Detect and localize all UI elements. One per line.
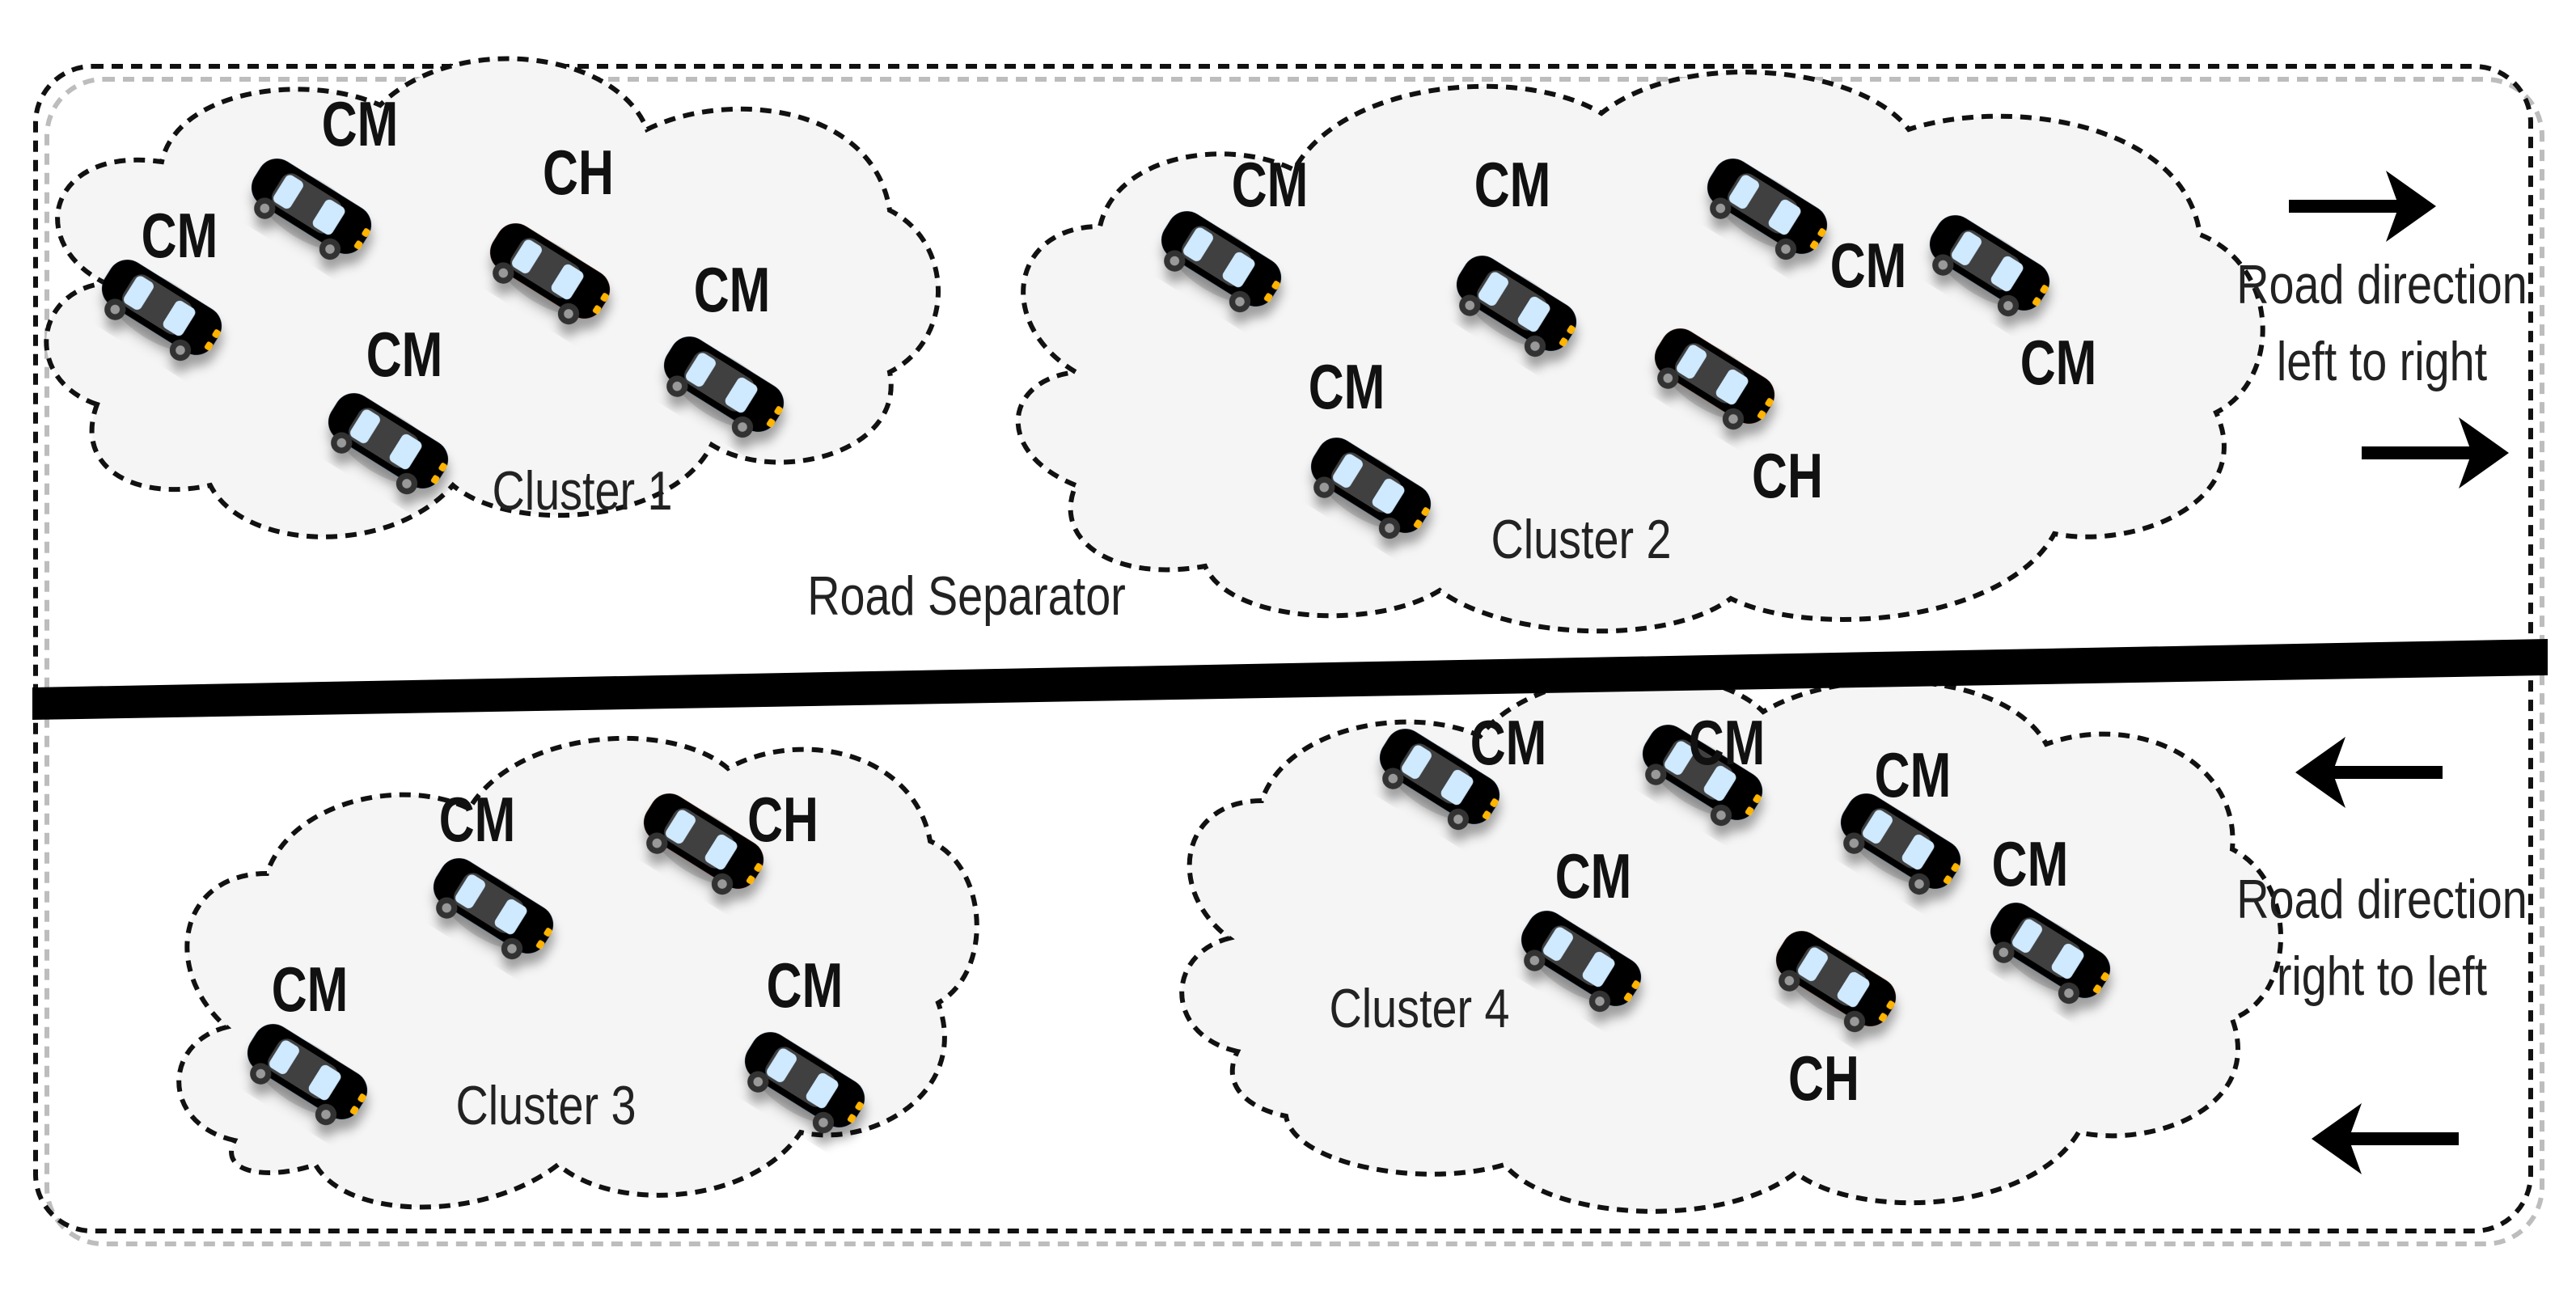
cluster-member-label: CM (322, 89, 399, 159)
lower-direction-line1: Road direction (2236, 869, 2527, 930)
cluster-member-label: CM (767, 950, 844, 1021)
cluster-member-label: CM (2020, 328, 2097, 398)
cluster-member-car-icon (1915, 206, 2058, 328)
cluster-head-car-icon (1640, 319, 1783, 442)
cluster-member-label: CM (1232, 150, 1309, 220)
cluster-label-3: Cluster 3 (455, 1076, 636, 1136)
cluster-member-car-icon (314, 384, 457, 506)
cluster-head-car-icon (629, 785, 772, 907)
cluster-member-label: CM (142, 201, 218, 271)
cluster-member-car-icon (87, 251, 231, 373)
arrow-left-icon (2312, 1103, 2459, 1174)
cluster-member-label: CM (1309, 352, 1385, 422)
cluster-member-car-icon (1693, 150, 1836, 272)
lower-direction-line2: right to left (2277, 946, 2487, 1007)
cluster-head-label: CH (747, 785, 818, 855)
cluster-member-car-icon (1442, 247, 1585, 369)
cluster-member-label: CM (1474, 150, 1551, 220)
cluster-member-label: CM (694, 255, 771, 325)
cluster-head-car-icon (476, 214, 619, 336)
road-separator-bar (32, 639, 2548, 720)
cluster-member-label: CM (366, 319, 443, 390)
cars-layer (87, 150, 2119, 1145)
cluster-member-car-icon (233, 1015, 376, 1137)
cluster-member-label: CM (1555, 841, 1632, 912)
cluster-label-1: Cluster 1 (492, 461, 672, 522)
cluster-member-label: CM (1830, 231, 1907, 301)
arrow-left-icon (2295, 737, 2443, 808)
cluster-member-car-icon (1147, 202, 1290, 324)
cluster-head-label: CH (543, 137, 614, 208)
cluster-member-car-icon (1296, 429, 1440, 551)
cluster-head-car-icon (1762, 922, 1905, 1044)
arrow-right-icon (2289, 171, 2436, 242)
cluster-member-car-icon (1365, 720, 1508, 842)
cluster-member-car-icon (1507, 902, 1650, 1024)
cluster-member-car-icon (1826, 785, 1969, 907)
upper-direction-line2: left to right (2277, 332, 2487, 392)
cluster-member-label: CM (1689, 708, 1766, 778)
cluster-member-car-icon (730, 1023, 873, 1145)
cluster-member-car-icon (1976, 894, 2119, 1016)
cluster-label-4: Cluster 4 (1329, 979, 1509, 1039)
upper-direction-line1: Road direction (2236, 255, 2527, 315)
cluster-member-car-icon (237, 150, 380, 272)
cluster-member-label: CM (272, 954, 349, 1025)
cluster-head-label: CH (1788, 1043, 1859, 1114)
cluster-label-2: Cluster 2 (1491, 510, 1671, 570)
cluster-member-label: CM (439, 785, 516, 855)
road-separator-label: Road Separator (807, 566, 1126, 627)
cluster-member-car-icon (419, 849, 562, 971)
cluster-member-car-icon (1628, 716, 1771, 838)
cluster-member-label: CM (1875, 740, 1952, 810)
cluster-member-label: CM (1470, 708, 1547, 778)
cluster-member-car-icon (649, 328, 793, 450)
cluster-member-label: CM (1992, 829, 2069, 899)
cluster-head-label: CH (1752, 441, 1823, 511)
arrow-right-icon (2362, 417, 2509, 489)
